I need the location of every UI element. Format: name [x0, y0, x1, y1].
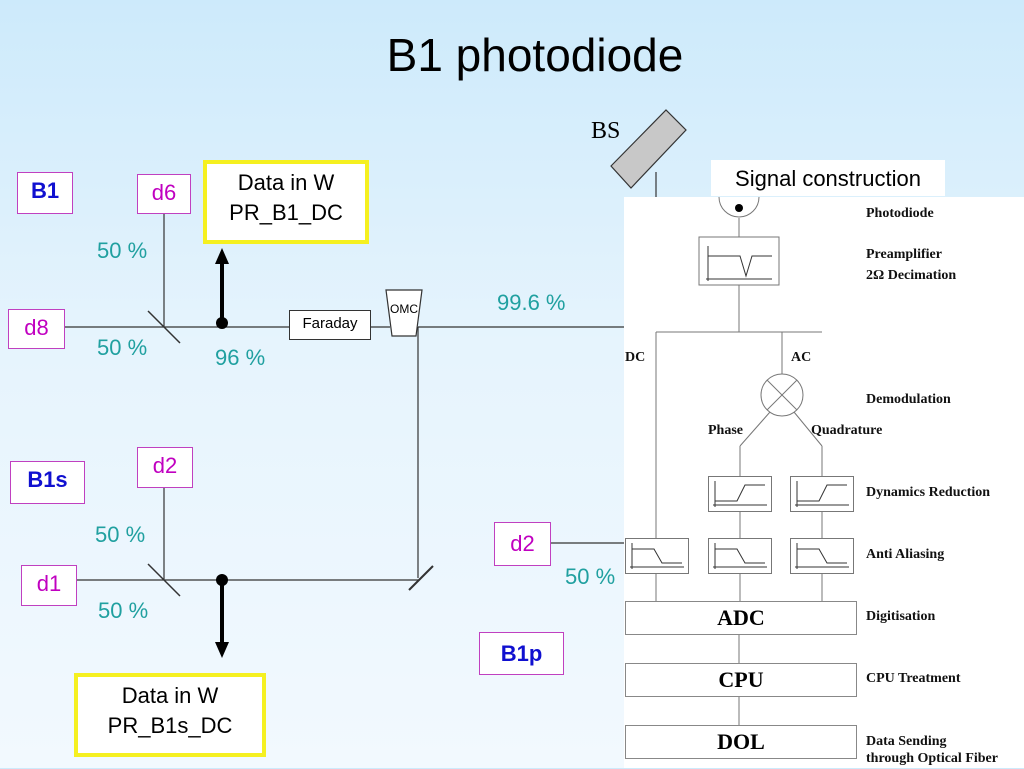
bs-plate: [610, 109, 687, 189]
stage-cpu-treatment: CPU Treatment: [866, 671, 961, 686]
pct-upper-50a: 50 %: [97, 238, 148, 263]
pct-upper-50b: 50 %: [97, 335, 148, 360]
bs-label: BS: [591, 118, 621, 144]
label-d6: d6: [137, 174, 191, 214]
pickoff-dot-lower: [216, 574, 228, 586]
photodiode-dot: [735, 204, 743, 212]
stage-anti-aliasing: Anti Aliasing: [866, 547, 945, 562]
stage-digitisation: Digitisation: [866, 609, 936, 624]
label-b1s: B1s: [10, 461, 85, 504]
stage-optical-fiber: through Optical Fiber: [866, 751, 998, 766]
phase-label: Phase: [708, 423, 743, 438]
dynamics-box-quadrature: [790, 476, 854, 512]
stage-decimation: 2Ω Decimation: [866, 268, 957, 283]
splitter-lower: [147, 563, 181, 597]
data-box-top-line2: PR_B1_DC: [229, 200, 343, 225]
signal-construction-title: Signal construction: [711, 160, 945, 196]
data-box-bottom: Data in W PR_B1s_DC: [74, 673, 266, 757]
label-b1p: B1p: [479, 632, 564, 675]
pickoff-dot-upper: [216, 317, 228, 329]
stage-demodulation: Demodulation: [866, 392, 951, 407]
pct-96: 96 %: [215, 345, 266, 370]
mirror-lower: [408, 565, 434, 591]
pct-right-50: 50 %: [565, 564, 616, 589]
dynamics-box-phase: [708, 476, 772, 512]
pct-lower-50a: 50 %: [95, 522, 146, 547]
stage-dynamics-reduction: Dynamics Reduction: [866, 485, 991, 500]
dc-label: DC: [625, 350, 646, 365]
data-box-bottom-line2: PR_B1s_DC: [107, 713, 233, 738]
preamp-box: [698, 236, 780, 286]
data-box-top-line1: Data in W: [237, 170, 335, 195]
adc-block: ADC: [625, 601, 857, 635]
arrow-down-head: [215, 642, 229, 658]
stage-data-sending: Data Sending: [866, 734, 947, 749]
omc-label: OMC: [390, 302, 418, 316]
pct-lower-50b: 50 %: [98, 598, 149, 623]
stage-preamplifier: Preamplifier: [866, 247, 942, 262]
ac-label: AC: [791, 350, 812, 365]
quadrature-label: Quadrature: [811, 423, 883, 438]
data-box-top: Data in W PR_B1_DC: [203, 160, 369, 244]
label-d2-left: d2: [137, 447, 193, 488]
splitter-upper: [147, 310, 181, 344]
faraday-box: Faraday: [289, 310, 371, 340]
label-d1: d1: [21, 565, 77, 606]
data-box-bottom-line1: Data in W: [121, 683, 219, 708]
dol-block: DOL: [625, 725, 857, 759]
cpu-block: CPU: [625, 663, 857, 697]
label-d2-right: d2: [494, 522, 551, 566]
label-d8: d8: [8, 309, 65, 349]
arrow-up-head: [215, 248, 229, 264]
label-b1: B1: [17, 172, 73, 214]
antialias-box-phase: [708, 538, 772, 574]
stage-photodiode: Photodiode: [866, 206, 934, 221]
page-title: B1 photodiode: [386, 29, 684, 81]
antialias-box-quadrature: [790, 538, 854, 574]
pct-99-6: 99.6 %: [497, 290, 566, 315]
antialias-box-dc: [625, 538, 689, 574]
omc-shape: [385, 289, 423, 337]
photodiode-symbol: [718, 196, 760, 218]
